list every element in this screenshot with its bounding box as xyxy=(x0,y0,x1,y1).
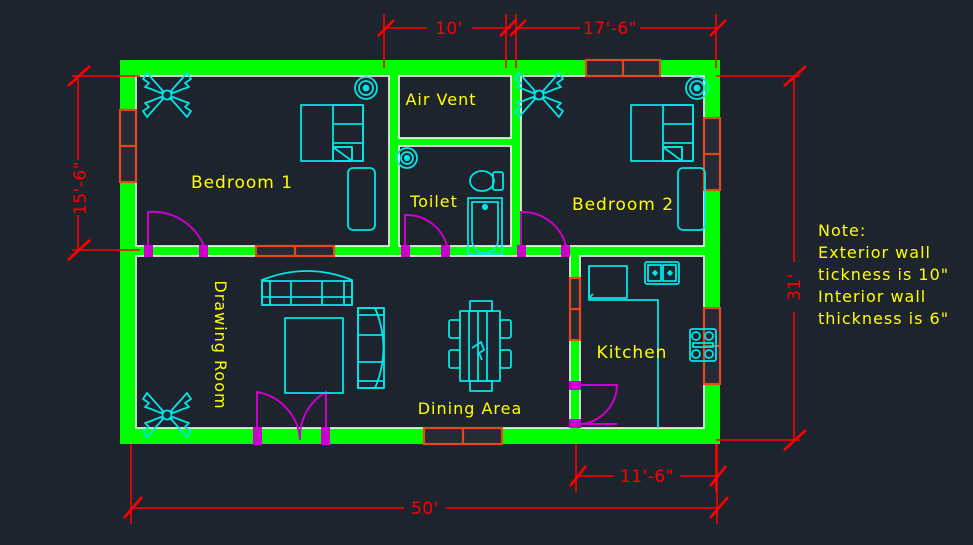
ceiling-fan-bedroom2 xyxy=(514,72,564,118)
room-label-dining-area: Dining Area xyxy=(418,399,523,418)
window-bedroom1-left xyxy=(118,108,138,184)
bed-bedroom2 xyxy=(630,104,694,162)
dimension-label-top-10: 10' xyxy=(435,19,463,39)
dimension-label-bottom-11-6: 11'-6" xyxy=(620,467,674,487)
room-label-drawing-room: Drawing Room xyxy=(211,280,230,409)
window-kitchen-right xyxy=(702,306,722,386)
door-toilet xyxy=(401,213,450,257)
note-block: Note: Exterior wall tickness is 10" Inte… xyxy=(818,221,949,328)
doors xyxy=(144,210,619,445)
bathtub xyxy=(467,197,503,255)
ceiling-fan-bedroom1 xyxy=(142,72,192,118)
dining-table-set xyxy=(448,300,512,392)
window-bedroom2-top xyxy=(584,58,662,78)
ceiling-light-bedroom2 xyxy=(685,76,709,100)
wardrobe-bedroom1 xyxy=(347,167,376,231)
dimension-label-left-15-6: 15'-6" xyxy=(71,161,91,215)
note-line-3: Interior wall xyxy=(818,287,926,306)
ceiling-light-bedroom1 xyxy=(354,76,378,100)
coffee-table xyxy=(284,317,344,394)
kitchen-sink xyxy=(644,261,680,285)
note-line-4: thickness is 6" xyxy=(818,309,949,328)
room-label-kitchen: Kitchen xyxy=(597,343,668,363)
ceiling-fan-drawing-room xyxy=(142,392,192,438)
wall-assembly xyxy=(120,60,720,444)
wc-toilet xyxy=(469,170,504,192)
ceiling-light-toilet xyxy=(396,147,418,169)
note-title: Note: xyxy=(818,221,866,240)
dimension-label-right-31: 31' xyxy=(785,273,805,301)
room-label-toilet: Toilet xyxy=(409,192,458,211)
dimension-label-bottom-50: 50' xyxy=(411,499,439,519)
window-kitchen-left xyxy=(568,276,582,342)
dimension-labels: 10' 17'-6" 15'-6" 31' 11'-6" 50' xyxy=(71,19,805,519)
room-labels: Bedroom 1 Air Vent Toilet Bedroom 2 Draw… xyxy=(191,90,674,418)
door-kitchen xyxy=(569,381,619,428)
door-bedroom2 xyxy=(517,210,570,257)
dimension-label-top-17-6: 17'-6" xyxy=(583,19,637,39)
window-bedroom1-bottom xyxy=(254,244,336,258)
furniture xyxy=(142,72,717,438)
wardrobe-bedroom2 xyxy=(677,167,706,231)
dimension-lines xyxy=(67,14,807,524)
window-dining-bottom xyxy=(422,426,504,446)
door-bedroom1 xyxy=(144,210,208,257)
sofa-side xyxy=(357,307,385,389)
windows xyxy=(118,58,722,446)
sofa-three-seat xyxy=(261,270,353,306)
room-label-bedroom-1: Bedroom 1 xyxy=(191,173,293,193)
window-bedroom2-right xyxy=(702,116,722,192)
kitchen-counter xyxy=(588,265,659,428)
note-line-1: Exterior wall xyxy=(818,243,931,262)
room-label-air-vent: Air Vent xyxy=(405,90,476,109)
note-line-2: tickness is 10" xyxy=(818,265,949,284)
kitchen-stove xyxy=(689,328,717,362)
room-label-bedroom-2: Bedroom 2 xyxy=(572,195,674,215)
bed-bedroom1 xyxy=(300,104,364,162)
